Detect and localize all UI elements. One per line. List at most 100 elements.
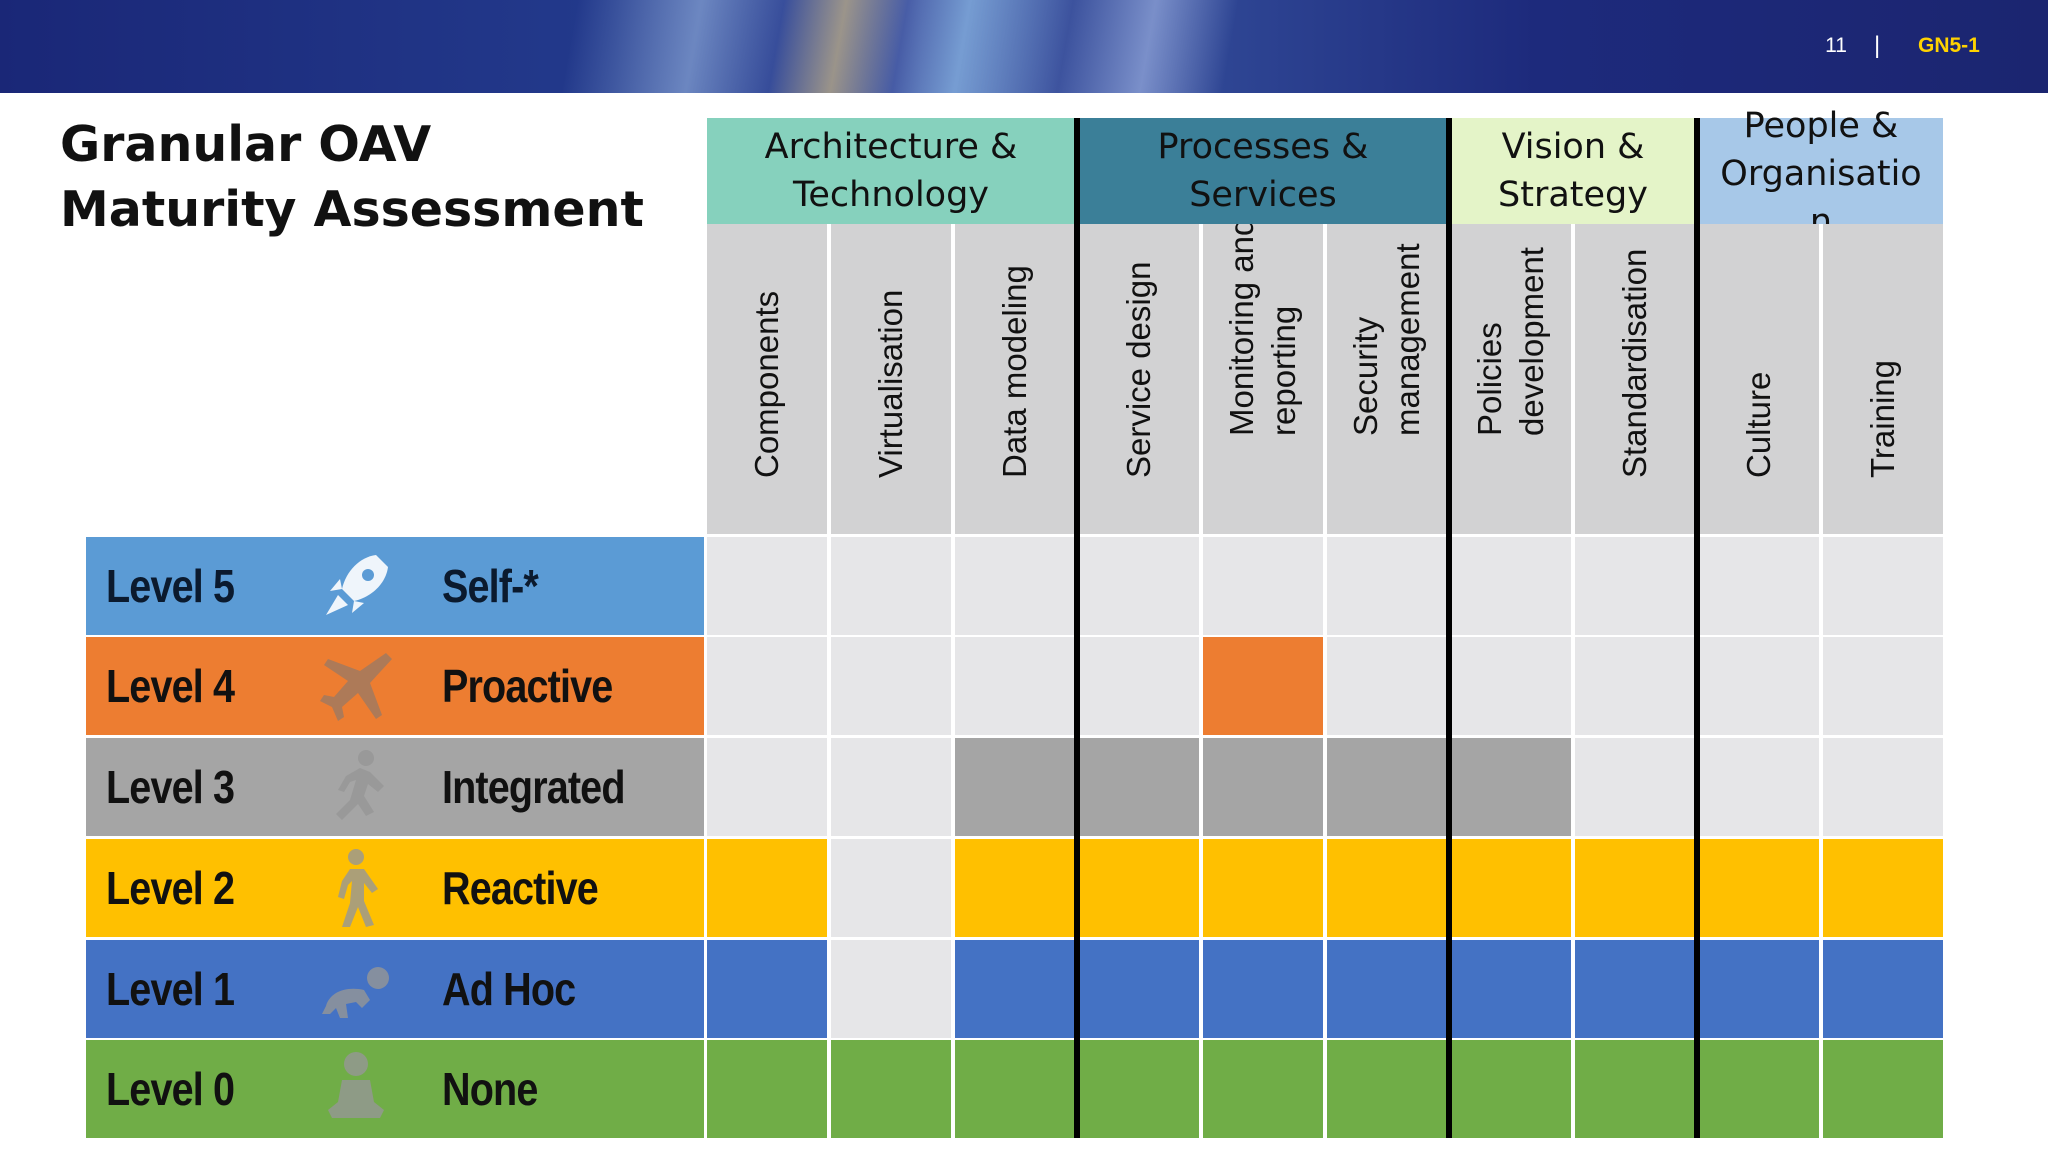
column-header-6: Policies development: [1451, 224, 1571, 534]
title-line-2: Maturity Assessment: [60, 181, 644, 238]
header-banner: [0, 0, 2048, 93]
group-header-1: Processes & Services: [1079, 118, 1447, 224]
group-header-3: People & Organisatio n: [1699, 102, 1943, 224]
level-name: Level 4: [106, 660, 235, 712]
matrix-cell: [1823, 637, 1943, 735]
matrix-cell: [1079, 637, 1199, 735]
matrix-cell: [1203, 537, 1323, 635]
matrix-cell: [831, 1040, 951, 1138]
matrix-cell: [707, 1040, 827, 1138]
matrix-cell: [831, 738, 951, 836]
group-header-0: Architecture & Technology: [707, 118, 1075, 224]
matrix-cell: [1451, 738, 1571, 836]
matrix-cell: [1327, 839, 1447, 937]
rocket-icon: [316, 545, 398, 627]
matrix-cell: [1451, 637, 1571, 735]
matrix-cell: [1079, 738, 1199, 836]
matrix-cell: [1575, 637, 1695, 735]
matrix-cell: [1079, 537, 1199, 635]
sitting-baby-icon: [316, 1048, 398, 1130]
matrix-cell: [707, 839, 827, 937]
matrix-cell: [955, 1040, 1075, 1138]
column-header-label: Training: [1864, 360, 1901, 478]
matrix-cell: [955, 537, 1075, 635]
matrix-cell: [1327, 1040, 1447, 1138]
matrix-cell: [1203, 940, 1323, 1038]
level-state: Ad Hoc: [442, 963, 576, 1015]
level-name: Level 2: [106, 862, 235, 914]
column-header-label: Standardisation: [1616, 248, 1653, 478]
matrix-cell: [955, 940, 1075, 1038]
matrix-cell: [1575, 537, 1695, 635]
column-header-label: Virtualisation: [872, 289, 909, 478]
matrix-cell: [707, 940, 827, 1038]
level-state: None: [442, 1063, 538, 1115]
title-line-1: Granular OAV: [60, 116, 432, 173]
group-header-label: People & Organisatio n: [1720, 106, 1922, 224]
matrix-cell: [831, 537, 951, 635]
document-code: GN5-1: [1918, 34, 1980, 57]
column-header-label: Policies development: [1471, 247, 1550, 436]
column-header-label: Data modeling: [996, 265, 1033, 478]
matrix-cell: [1451, 940, 1571, 1038]
group-header-bg: [1699, 118, 1943, 224]
column-header-4: Monitoring and reporting: [1203, 224, 1323, 534]
matrix-cell: [1079, 1040, 1199, 1138]
column-header-3: Service design: [1079, 224, 1199, 534]
matrix-cell: [1327, 940, 1447, 1038]
level-state: Integrated: [442, 761, 626, 813]
matrix-cell: [1575, 1040, 1695, 1138]
column-header-label: Service design: [1120, 261, 1157, 478]
matrix-cell: [1575, 839, 1695, 937]
crawling-baby-icon: [316, 948, 398, 1030]
group-divider: [1446, 118, 1452, 1138]
matrix-cell: [1575, 738, 1695, 836]
matrix-cell: [1823, 738, 1943, 836]
matrix-cell: [1823, 839, 1943, 937]
matrix-cell: [1451, 537, 1571, 635]
level-name: Level 0: [106, 1063, 235, 1115]
column-header-label: Monitoring and reporting: [1223, 224, 1302, 436]
level-name: Level 3: [106, 761, 235, 813]
level-row-label: Level 2 Reactive: [86, 839, 704, 937]
column-header-0: Components: [707, 224, 827, 534]
running-person-icon: [316, 746, 398, 828]
matrix-cell: [831, 637, 951, 735]
level-state: Proactive: [442, 660, 613, 712]
group-divider: [1694, 118, 1700, 1138]
column-header-1: Virtualisation: [831, 224, 951, 534]
matrix-cell: [1451, 839, 1571, 937]
matrix-cell: [1823, 537, 1943, 635]
group-divider: [1074, 118, 1080, 1138]
header-separator: |: [1874, 32, 1881, 59]
matrix-cell: [1079, 839, 1199, 937]
matrix-cell: [1699, 940, 1819, 1038]
matrix-cell: [1079, 940, 1199, 1038]
airplane-icon: [316, 645, 398, 727]
column-header-2: Data modeling: [955, 224, 1075, 534]
level-state: Reactive: [442, 862, 599, 914]
matrix-cell: [955, 738, 1075, 836]
level-state: Self-*: [442, 560, 539, 612]
matrix-cell: [1575, 940, 1695, 1038]
matrix-cell: [955, 637, 1075, 735]
matrix-cell: [707, 738, 827, 836]
matrix-cell: [707, 537, 827, 635]
column-header-5: Security management: [1327, 224, 1447, 534]
group-header-2: Vision & Strategy: [1451, 118, 1695, 224]
column-header-8: Culture: [1699, 224, 1819, 534]
column-header-7: Standardisation: [1575, 224, 1695, 534]
matrix-cell: [1327, 637, 1447, 735]
matrix-cell: [1699, 1040, 1819, 1138]
group-header-label: Architecture & Technology: [764, 127, 1018, 215]
level-row-label: Level 4 Proactive: [86, 637, 704, 735]
level-row-label: Level 3 Integrated: [86, 738, 704, 836]
matrix-cell: [1699, 537, 1819, 635]
matrix-cell: [1203, 738, 1323, 836]
column-header-9: Training: [1823, 224, 1943, 534]
matrix-cell: [955, 839, 1075, 937]
matrix-cell: [1203, 839, 1323, 937]
matrix-cell: [1451, 1040, 1571, 1138]
